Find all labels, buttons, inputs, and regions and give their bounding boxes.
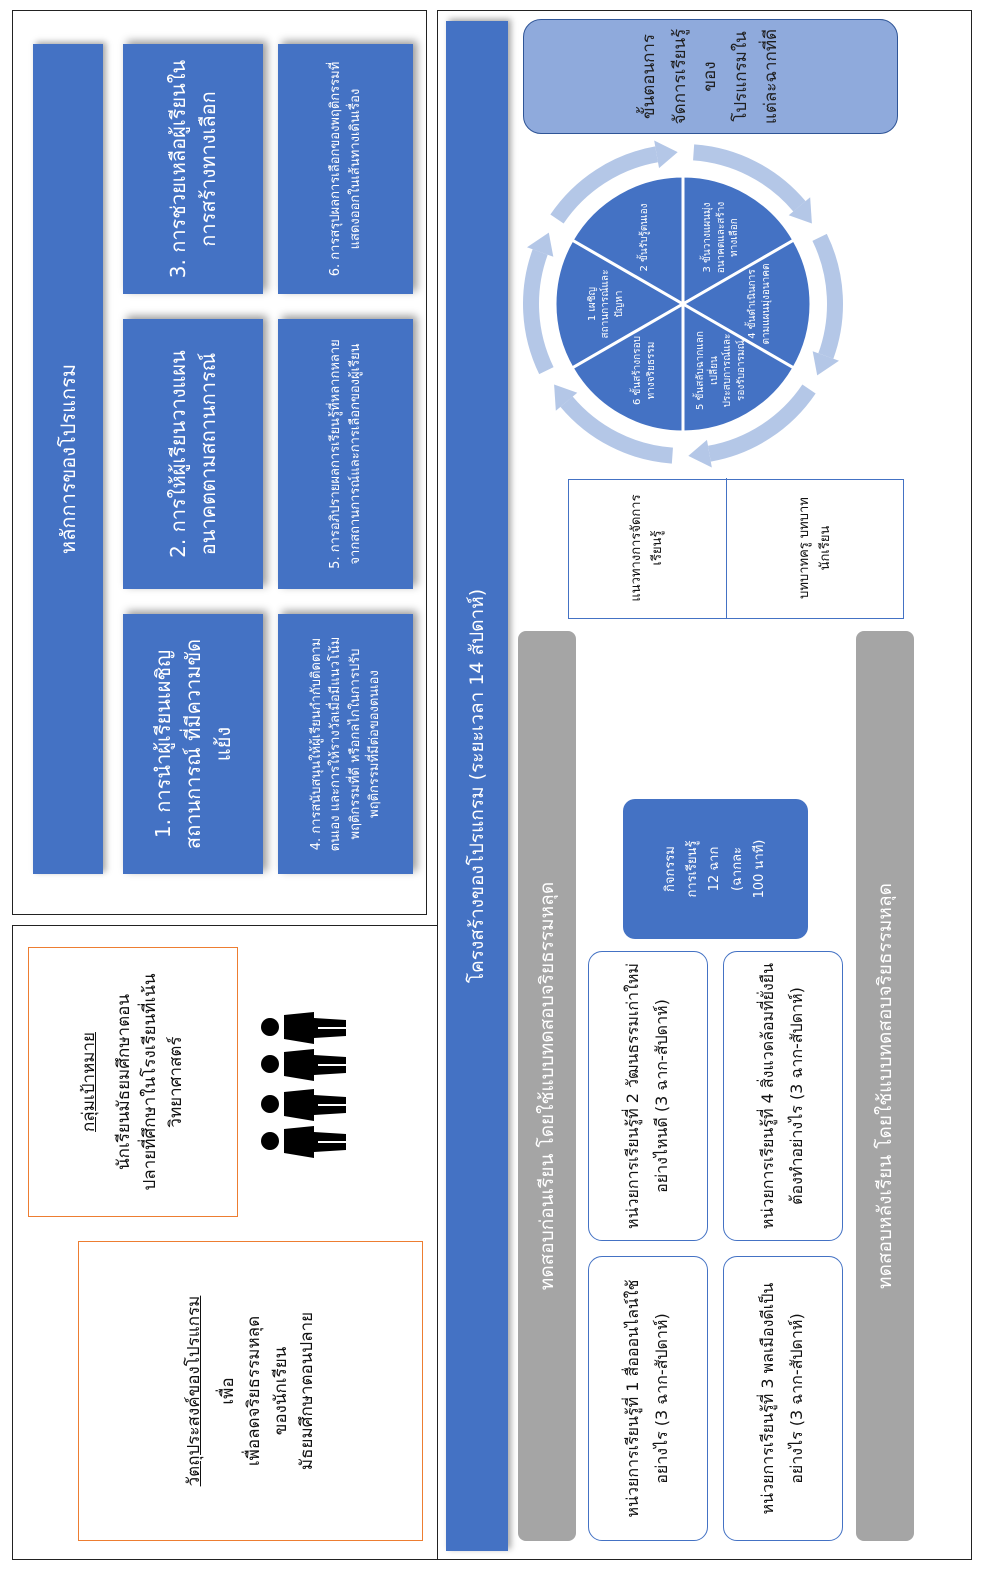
- cycle-arrow-head: [812, 351, 839, 376]
- principles-title: หลักการของโปรแกรม: [33, 44, 103, 874]
- objective-box: วัตถุประสงค์ของโปรแกรม เพื่อ เพื่อลดจริย…: [78, 1241, 423, 1541]
- cycle-segment: [680, 237, 813, 371]
- cycle-arrow-arc: [692, 144, 806, 212]
- principle-item-5: 5. การอภิปรายผลการเรียนรู้ที่หลากหลายจาก…: [278, 319, 413, 589]
- principle-item-2: 2. การให้ผู้เรียนวางแผนอนาคตตามสถานการณ์: [123, 319, 263, 589]
- steps-title: ขั้นตอนการจัดการเรียนรู้ของโปรแกรมในแต่ล…: [523, 19, 898, 134]
- activity-line: กิจกรรม: [663, 846, 679, 892]
- people-group-icon: [258, 1009, 348, 1159]
- unit-1: หน่วยการเรียนรู้ที่ 1 สื่อออนไลน์ใช้อย่า…: [588, 1256, 708, 1541]
- target-line: วิทยาศาสตร์: [166, 1036, 187, 1128]
- cycle-arrow-head: [688, 439, 712, 468]
- objective-line: มัธยมศึกษาตอนปลาย: [297, 1311, 318, 1471]
- activity-box: กิจกรรม การเรียนรู้ 12 ฉาก (ฉากละ 100 นา…: [623, 799, 808, 939]
- cycle-segment: [681, 301, 796, 434]
- activity-line: การเรียนรู้: [685, 840, 701, 898]
- posttest-bar: ทดสอบหลังเรียน โดยใช้แบบทดสอบจริยธรรมหลุ…: [856, 631, 914, 1541]
- objective-line: เพื่อลดจริยธรรมหลุด: [244, 1315, 265, 1467]
- principle-item-1: 1. การนำผู้เรียนเผชิญสถานการณ์ ที่มีความ…: [123, 614, 263, 874]
- cycle-arrow-head: [554, 384, 578, 411]
- principle-item-3: 3. การช่วยเหลือผู้เรียนในการสร้างทางเลือ…: [123, 44, 263, 294]
- target-group-box: กลุ่มเป้าหมาย นักเรียนมัธยมศึกษาตอน ปลาย…: [28, 947, 238, 1217]
- objective-line: เพื่อ: [217, 1377, 238, 1405]
- cycle-step-label: 5 ขั้นสลับฉากแลกเปลี่ยนประสบการณ์และรองร…: [695, 331, 747, 410]
- principle-item-6: 6. การสรุปผลการเลือกของพฤติกรรมที่แสดงออ…: [278, 44, 413, 294]
- cycle-step-label-box: 2 ขั้นรับรู้ตนเอง: [638, 203, 650, 272]
- cycle-arrow-arc: [812, 233, 843, 359]
- cycle-segment: [681, 174, 796, 307]
- unit-4: หน่วยการเรียนรู้ที่ 4 สิ่งแวดล้อมที่ยั่ง…: [723, 951, 843, 1241]
- principles-panel: หลักการของโปรแกรม 1. การนำผู้เรียนเผชิญส…: [12, 10, 427, 915]
- unit-3: หน่วยการเรียนรู้ที่ 3 พลเมืองดีเป็นอย่าง…: [723, 1256, 843, 1541]
- cycle-step-label-box: 5 ขั้นสลับฉากแลกเปลี่ยนประสบการณ์และรองร…: [695, 331, 747, 410]
- target-heading: กลุ่มเป้าหมาย: [79, 1032, 100, 1132]
- cycle-arrow-arc: [550, 146, 659, 224]
- activity-line: 12 ฉาก: [707, 846, 723, 892]
- pretest-bar: ทดสอบก่อนเรียน โดยใช้แบบทดสอบจริยธรรมหลุ…: [518, 631, 576, 1541]
- unit-2: หน่วยการเรียนรู้ที่ 2 วัฒนธรรมเก่าใหม่ อ…: [588, 951, 708, 1241]
- cycle-segment: [570, 174, 685, 307]
- roles-table: แนวทางการจัดการเรียนรู้ บทบาทครู บทบาทนั…: [568, 478, 904, 619]
- principle-item-4: 4. การสนับสนุนให้ผู้เรียนกำกับติดตามตนเอ…: [278, 614, 413, 874]
- activity-line: 100 นาที): [751, 839, 767, 899]
- cycle-segment: [553, 237, 687, 371]
- cycle-step-label: 2 ขั้นรับรู้ตนเอง: [638, 203, 650, 272]
- cycle-arrow-head: [527, 232, 554, 257]
- activity-line: (ฉากละ: [729, 846, 745, 892]
- cycle-step-label-box: 6 ขั้นสร้างกรอบทางจริยธรรม: [632, 336, 657, 405]
- structure-panel: โครงสร้างของโปรแกรม (ระยะเวลา 14 สัปดาห์…: [437, 10, 972, 1560]
- cycle-arrow-arc: [560, 396, 674, 464]
- structure-title: โครงสร้างของโปรแกรม (ระยะเวลา 14 สัปดาห์…: [446, 21, 508, 1551]
- cycle-arrow-head: [788, 197, 812, 224]
- cycle-step-label: 6 ขั้นสร้างกรอบทางจริยธรรม: [632, 336, 657, 405]
- roles-label: บทบาทครู บทบาทนักเรียน: [797, 497, 833, 599]
- cycle-segment: [570, 301, 685, 434]
- target-line: นักเรียนมัธยมศึกษาตอน: [113, 994, 134, 1170]
- cycle-arrow-arc: [523, 249, 554, 375]
- cycle-arrow-head: [654, 140, 678, 169]
- cycle-arrow-arc: [707, 384, 816, 462]
- target-line: ปลายที่ศึกษาในโรงเรียนที่เน้น: [140, 973, 160, 1191]
- objective-heading: วัตถุประสงค์ของโปรแกรม: [183, 1295, 204, 1487]
- objective-target-panel: วัตถุประสงค์ของโปรแกรม เพื่อ เพื่อลดจริย…: [12, 925, 447, 1560]
- approach-label: แนวทางการจัดการเรียนรู้: [569, 478, 727, 618]
- objective-line: ของนักเรียน: [270, 1346, 291, 1436]
